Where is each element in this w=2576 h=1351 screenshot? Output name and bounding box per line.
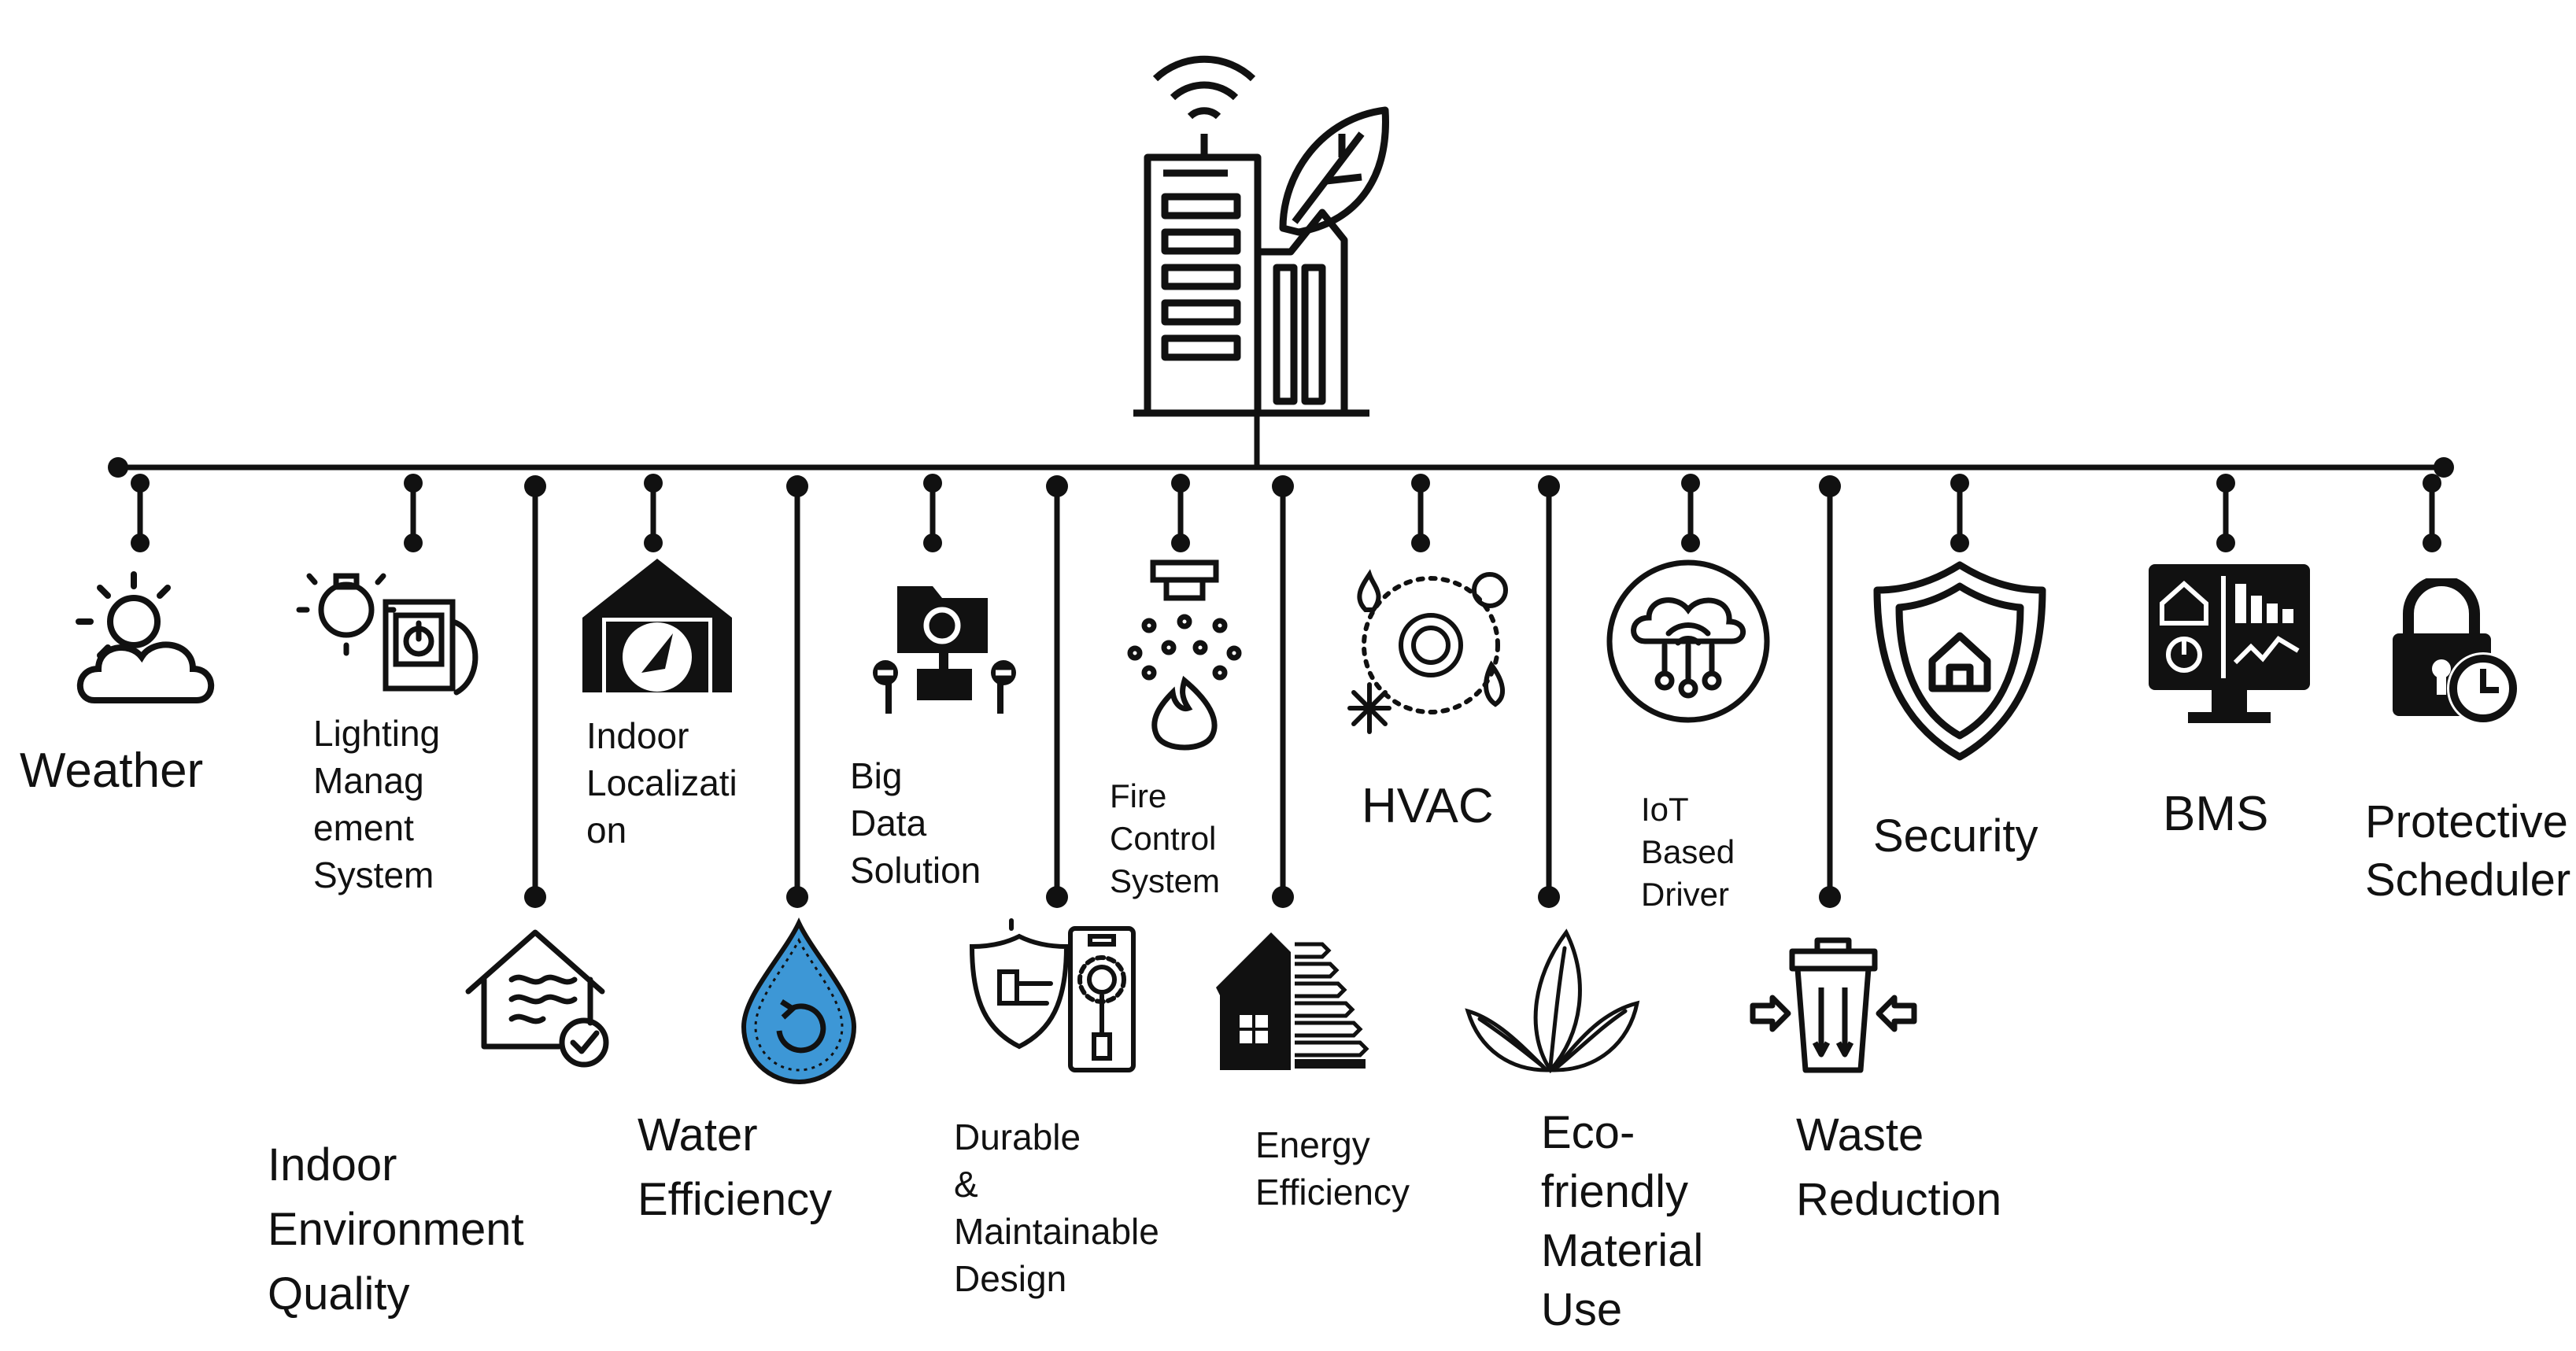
lighting-icon [296,573,479,696]
durable-design-icon [969,918,1136,1072]
fire-sprinkler-icon [1127,559,1242,751]
hvac-icon [1347,569,1508,734]
lock-clock-icon [2393,578,2519,725]
big-data-label: Big Data Solution [850,755,981,891]
protective-scheduler-label: Protective Scheduler [2365,796,2571,906]
waste-bin-icon [1750,937,1917,1073]
lighting-label: Lighting Manag ement System [313,713,441,895]
hvac-label: HVAC [1362,779,1494,833]
indoor-localization-icon [582,559,732,692]
iot-cloud-icon [1606,559,1770,723]
big-data-icon [873,586,1016,714]
waste-reduction-label: Waste Reduction [1796,1109,2002,1225]
weather-label: Weather [20,744,204,798]
durable-design-label: Durable & Maintainable Design [954,1117,1159,1299]
smart-green-building-icon [1133,55,1389,417]
indoor-environment-icon [465,929,609,1068]
energy-efficiency-label: Energy Efficiency [1255,1124,1410,1213]
eco-material-label: Eco- friendly Material Use [1541,1107,1704,1335]
fire-control-label: Fire Control System [1110,777,1221,899]
water-efficiency-label: Water Efficiency [638,1109,833,1225]
energy-efficiency-icon [1216,932,1369,1070]
eco-leaves-icon [1465,928,1640,1074]
indoor-localization-label: Indoor Localizati on [586,715,737,851]
water-drop-icon [741,917,857,1084]
security-shield-icon [1873,561,2046,761]
security-label: Security [1873,810,2038,862]
bms-label: BMS [2163,787,2269,841]
indoor-env-quality-label: Indoor Environment Quality [268,1139,524,1320]
weather-icon [76,571,215,703]
bms-dashboard-icon [2149,564,2310,723]
iot-driver-label: IoT Based Driver [1641,791,1735,913]
